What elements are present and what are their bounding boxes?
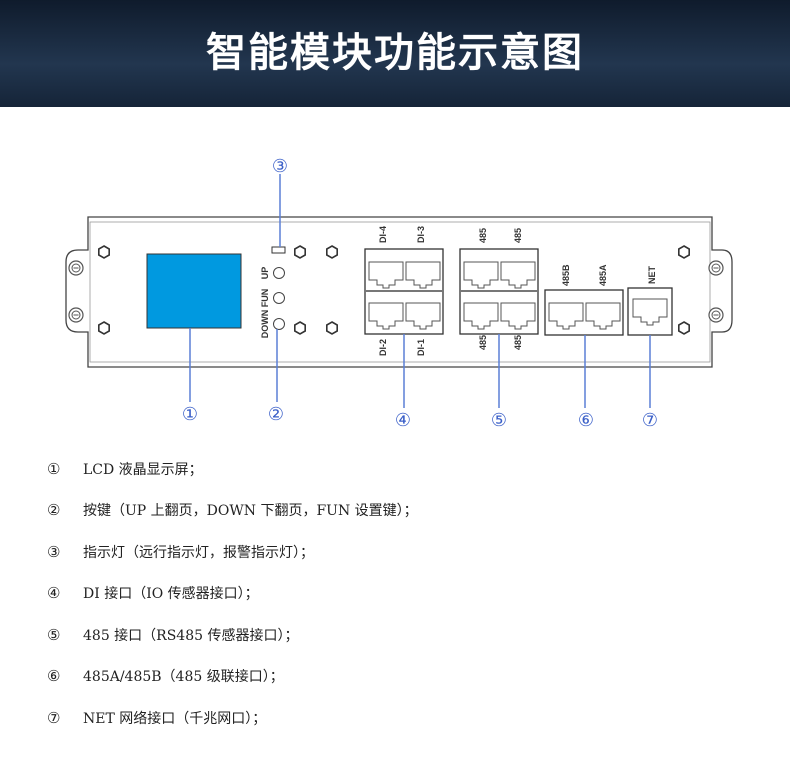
legend-item: ⑥ 485A/485B（485 级联接口）； [47,656,418,698]
port-label: 485A [598,264,608,286]
port-label: 485 [513,228,523,243]
down-button[interactable]: DOWN [260,310,285,339]
indicator-led [271,246,286,254]
legend-text: DI 接口（IO 传感器接口）； [83,586,259,603]
legend-item: ⑦ NET 网络接口（千兆网口）； [47,697,418,739]
di-port-block: DI-4 DI-3 DI-2 DI-1 [364,226,444,356]
legend-number: ⑥ [47,667,61,686]
callout-numbers: ① ② ③ ④ ⑤ ⑥ ⑦ [182,156,658,431]
fun-label: FUN [260,289,270,308]
callout-lines [189,174,651,408]
callout-6: ⑥ [578,410,594,431]
legend-item: ④ DI 接口（IO 传感器接口）； [47,573,418,615]
fun-button[interactable]: FUN [260,289,285,308]
net-port-block: NET [627,265,673,336]
lcd-screen [146,253,242,329]
port-label: DI-2 [378,339,388,356]
legend-number: ③ [47,542,61,561]
header-banner: 智能模块功能示意图 [0,0,790,107]
legend-item: ⑤ 485 接口（RS485 传感器接口）； [47,614,418,656]
up-label: UP [260,267,270,280]
legend-text: 485 接口（RS485 传感器接口）； [83,627,299,644]
legend-text: 指示灯（远行指示灯，报警指示灯）； [83,544,314,561]
page-title: 智能模块功能示意图 [206,30,584,76]
callout-5: ⑤ [491,410,507,431]
port-label: DI-3 [416,226,426,243]
legend-text: NET 网络接口（千兆网口）； [83,710,267,727]
port-label: 485 [513,335,523,350]
callout-1: ① [182,404,198,425]
rs485-port-block: 485 485 485 485 [459,228,539,350]
legend-item: ② 按键（UP 上翻页，DOWN 下翻页，FUN 设置键）； [47,490,418,532]
mount-screw-icon [68,260,84,276]
port-label: 485B [561,264,571,286]
legend-text: 485A/485B（485 级联接口）； [83,669,284,686]
legend-text: 按键（UP 上翻页，DOWN 下翻页，FUN 设置键）； [83,503,418,520]
callout-3: ③ [272,156,288,177]
port-label: NET [647,265,657,284]
up-button[interactable]: UP [260,267,285,280]
callout-2: ② [268,404,284,425]
mount-screw-icon [68,307,84,323]
legend-item: ③ 指示灯（远行指示灯，报警指示灯）； [47,531,418,573]
mount-screw-icon [708,307,724,323]
legend-item: ① LCD 液晶显示屏； [47,448,418,490]
legend-number: ⑦ [47,708,61,727]
legend-number: ⑤ [47,625,61,644]
port-label: DI-4 [378,226,388,243]
port-label: 485 [478,228,488,243]
legend-number: ① [47,459,61,478]
port-label: 485 [478,335,488,350]
legend-number: ② [47,501,61,520]
callout-4: ④ [395,410,411,431]
legend-list: ① LCD 液晶显示屏； ② 按键（UP 上翻页，DOWN 下翻页，FUN 设置键）… [47,448,418,739]
port-label: DI-1 [416,339,426,356]
cascade-port-block: 485B 485A [544,264,624,336]
legend-text: LCD 液晶显示屏； [83,461,203,478]
mount-screw-icon [708,260,724,276]
down-label: DOWN [260,310,270,339]
legend-number: ④ [47,584,61,603]
module-panel-diagram: UP FUN DOWN DI-4 DI-3 DI-2 DI-1 485 485 … [65,156,733,431]
callout-7: ⑦ [642,410,658,431]
